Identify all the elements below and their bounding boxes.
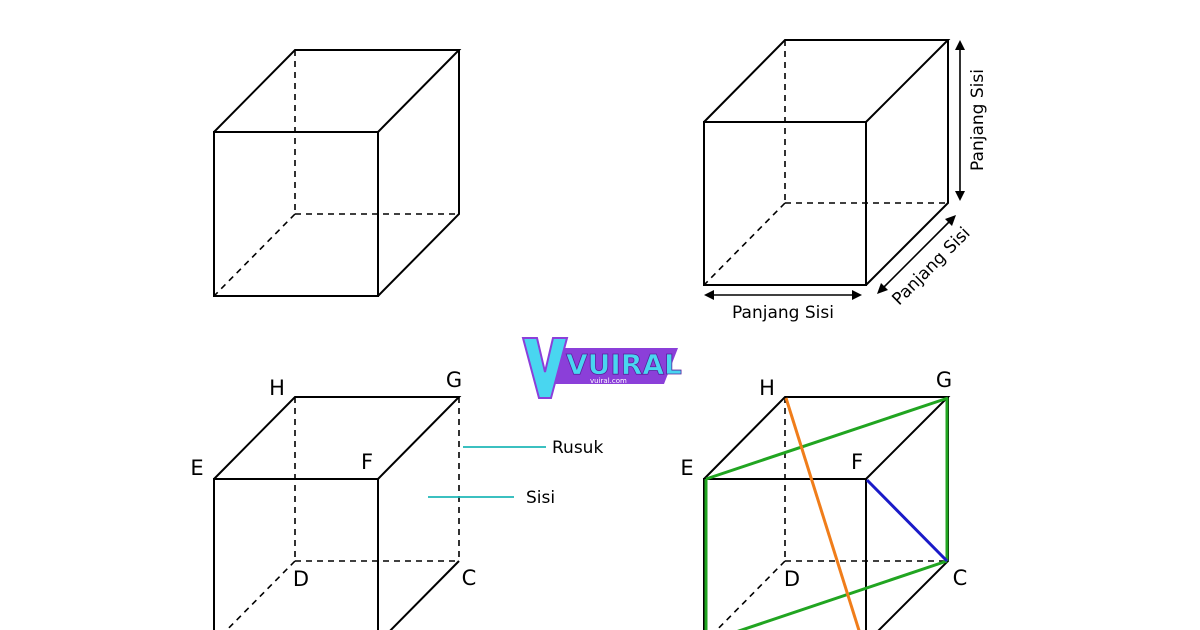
vertex-label-g: G: [446, 368, 462, 392]
vertex-label-d: D: [293, 567, 309, 591]
cube-dimensioned: Panjang Sisi Panjang Sisi Panjang Sisi: [703, 39, 988, 323]
front-face: [213, 478, 379, 630]
dimension-right-label: Panjang Sisi: [968, 69, 988, 171]
dimension-bottom: Panjang Sisi: [704, 290, 862, 323]
right-face: [865, 40, 949, 286]
hidden-edge: [213, 213, 296, 297]
vertex-label-c: C: [953, 566, 968, 590]
dimension-depth-label: Panjang Sisi: [888, 223, 974, 309]
front-face: [703, 121, 867, 286]
dimension-right: Panjang Sisi: [955, 40, 988, 201]
vertex-label-g: G: [936, 368, 952, 392]
cube-labeled: H G E F D C Rusuk Sisi: [190, 368, 603, 630]
vertex-label-f: F: [851, 450, 863, 474]
top-face: [213, 49, 462, 133]
hidden-edge: [225, 560, 296, 630]
dimension-depth: Panjang Sisi: [877, 215, 975, 310]
logo-v-mark: [521, 337, 569, 399]
space-diagonal: [784, 397, 861, 630]
face-diagonal-fc: [865, 478, 949, 563]
sisi-label: Sisi: [526, 488, 555, 508]
vertex-label-e: E: [680, 456, 693, 480]
vuiral-logo: VUIRAL vuiral.com: [521, 337, 682, 399]
face-diagonal-eg: [705, 396, 949, 481]
hidden-edge: [715, 560, 786, 630]
vertex-label-d: D: [784, 567, 800, 591]
top-face: [703, 39, 951, 123]
bottom-right-edge: [389, 560, 460, 630]
vertex-label-h: H: [269, 376, 285, 400]
logo-subtext: vuiral.com: [590, 377, 627, 385]
hidden-edge: [703, 202, 786, 286]
vertex-label-f: F: [361, 450, 373, 474]
front-face: [213, 131, 379, 297]
vertex-label-c: C: [462, 566, 477, 590]
cube-plain: [213, 49, 462, 297]
dimension-bottom-label: Panjang Sisi: [732, 303, 834, 323]
vertex-label-h: H: [759, 376, 775, 400]
right-face: [377, 50, 460, 297]
front-face: [703, 478, 867, 630]
face-diagonal-ac: [737, 559, 948, 630]
rusuk-label: Rusuk: [552, 438, 603, 458]
top-face: [703, 396, 951, 480]
right-face: [877, 397, 949, 630]
cube-diagonals: H G E F D C: [680, 368, 967, 630]
vertex-label-e: E: [190, 456, 203, 480]
logo-banner: [546, 348, 678, 384]
top-face: [213, 396, 462, 480]
logo-text: VUIRAL: [566, 348, 682, 381]
